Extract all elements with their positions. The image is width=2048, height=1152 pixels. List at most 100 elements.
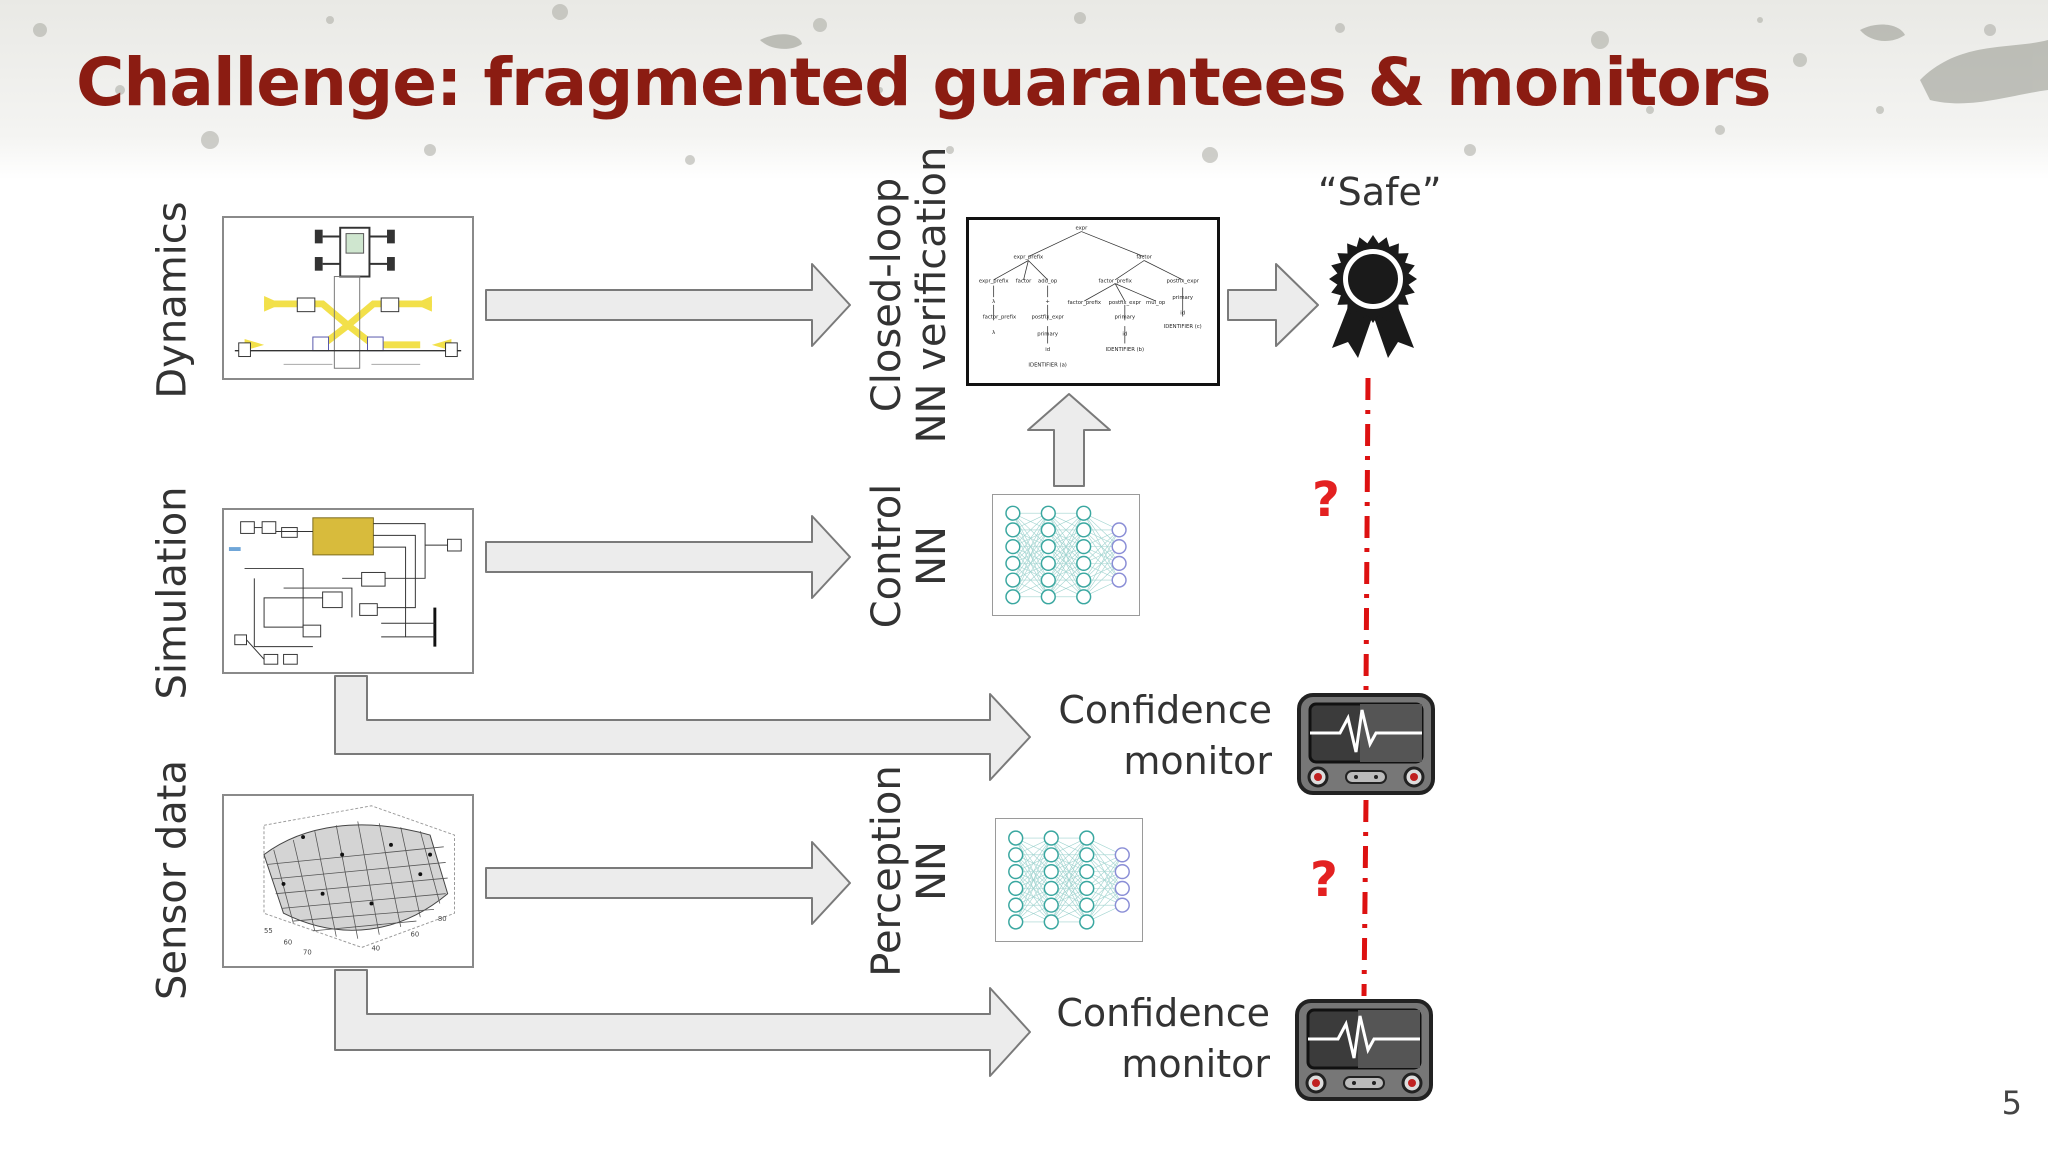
perception-nn-label: Perception NN [864, 765, 955, 977]
svg-text:postfix_expr: postfix_expr [1166, 279, 1199, 285]
simulation-text: Simulation [149, 486, 196, 700]
dynamics-text: Dynamics [149, 201, 196, 399]
simulation-thumbnail [222, 508, 474, 674]
heartbeat-monitor-icon [1296, 692, 1436, 796]
svg-text:55: 55 [264, 927, 273, 935]
nn-neuron [1043, 897, 1059, 913]
svg-text:primary: primary [1172, 295, 1193, 301]
svg-text:IDENTIFIER (c): IDENTIFIER (c) [1164, 324, 1202, 330]
control-nn-label: Control NN [864, 483, 955, 629]
svg-text:60: 60 [411, 931, 420, 939]
nn-neuron [1043, 863, 1059, 880]
nn-neuron [1005, 589, 1021, 605]
svg-text:expr_prefix: expr_prefix [1014, 255, 1044, 261]
svg-text:primary: primary [1114, 314, 1135, 320]
nn-neuron [1114, 897, 1130, 913]
nn-neuron [1040, 572, 1056, 588]
sensor-data-thumbnail: 55 60 70 40 60 80 [222, 794, 474, 968]
confidence-monitor-1-line-2: monitor [1123, 738, 1272, 783]
nn-neuron [1076, 522, 1092, 538]
nn-neuron [1005, 539, 1021, 555]
nn-neuron [1114, 880, 1130, 897]
nn-neuron [1008, 830, 1024, 846]
svg-text:70: 70 [303, 948, 312, 956]
svg-text:factor_prefix: factor_prefix [1099, 279, 1132, 285]
dynamics-thumbnail [222, 216, 474, 380]
control-nn-line-2: NN [909, 526, 955, 586]
svg-text:60: 60 [284, 939, 293, 947]
nn-neuron [1076, 505, 1092, 521]
nn-neuron [1008, 914, 1024, 930]
source-label-dynamics: Dynamics [149, 201, 196, 399]
svg-text:id: id [1045, 347, 1050, 353]
safe-label: “Safe” [1318, 170, 1442, 214]
svg-text:+: + [1045, 299, 1049, 305]
svg-text:expr_prefix: expr_prefix [979, 279, 1009, 285]
nn-neuron [1079, 863, 1095, 880]
slide-title: Challenge: fragmented guarantees & monit… [76, 44, 1772, 121]
page-number: 5 [2001, 1084, 2022, 1122]
nn-neuron [1076, 589, 1092, 605]
nn-neuron [1005, 572, 1021, 588]
arrow-dynamics-to-verification [485, 263, 851, 347]
nn-neuron [1040, 539, 1056, 555]
svg-text:add_op: add_op [1038, 279, 1058, 285]
svg-text:λ: λ [992, 330, 995, 336]
arrow-verification-to-safe [1227, 263, 1319, 347]
heartbeat-monitor-icon [1294, 998, 1434, 1102]
nn-neuron [1040, 505, 1056, 521]
nn-neuron [1040, 589, 1056, 605]
nn-neuron [1079, 847, 1095, 863]
confidence-monitor-1-line-1: Confidence [1058, 688, 1272, 732]
nn-neuron [1076, 539, 1092, 555]
svg-text:40: 40 [371, 944, 380, 952]
arrow-sensor-to-perception-nn [485, 841, 851, 925]
nn-neuron [1111, 522, 1127, 538]
nn-neuron [1111, 539, 1127, 555]
dashed-link-monitor-1-to-monitor-2 [1361, 799, 1369, 997]
svg-text:λ: λ [992, 299, 995, 305]
dashed-link-safe-to-monitor-1 [1363, 377, 1371, 691]
control-nn-line-1: Control [864, 483, 911, 629]
nn-neuron [1005, 555, 1021, 571]
svg-text:id: id [1180, 311, 1185, 317]
perception-nn-line-2: NN [909, 841, 955, 901]
svg-text:mul_op: mul_op [1146, 300, 1166, 306]
nn-neuron [1008, 847, 1024, 863]
svg-text:primary: primary [1037, 332, 1058, 338]
award-ribbon-icon [1310, 232, 1436, 362]
control-nn-diagram [992, 494, 1140, 616]
nn-neuron [1076, 555, 1092, 571]
svg-text:factor: factor [1016, 279, 1032, 285]
svg-text:postfix_expr: postfix_expr [1109, 300, 1142, 306]
question-mark-2: ? [1310, 852, 1338, 908]
svg-text:IDENTIFIER (a): IDENTIFIER (a) [1028, 363, 1066, 369]
svg-text:factor_prefix: factor_prefix [983, 314, 1016, 320]
nn-neuron [1005, 522, 1021, 538]
nn-neuron [1076, 572, 1092, 588]
nn-neuron [1079, 914, 1095, 930]
confidence-monitor-label-1: Confidence monitor [1000, 685, 1272, 786]
arrow-simulation-to-control-nn [485, 515, 851, 599]
perception-nn-line-1: Perception [864, 765, 911, 977]
verification-line-1: Closed-loop [864, 177, 911, 413]
nn-neuron [1079, 830, 1095, 846]
nn-neuron [1079, 897, 1095, 913]
nn-neuron [1040, 522, 1056, 538]
svg-text:id: id [1122, 332, 1127, 338]
nn-neuron [1043, 847, 1059, 863]
confidence-monitor-2-line-2: monitor [1121, 1041, 1270, 1086]
nn-neuron [1008, 863, 1024, 880]
confidence-monitor-label-2: Confidence monitor [1000, 988, 1270, 1089]
svg-text:factor_prefix: factor_prefix [1068, 300, 1101, 306]
nn-neuron [1079, 880, 1095, 897]
nn-neuron [1008, 897, 1024, 913]
nn-neuron [1114, 863, 1130, 880]
svg-text:expr: expr [1076, 226, 1089, 232]
svg-text:80: 80 [438, 915, 447, 923]
perception-nn-diagram [995, 818, 1143, 942]
confidence-monitor-2-line-1: Confidence [1056, 991, 1270, 1035]
nn-neuron [1111, 572, 1127, 588]
source-label-sensor-data: Sensor data [150, 760, 196, 1000]
